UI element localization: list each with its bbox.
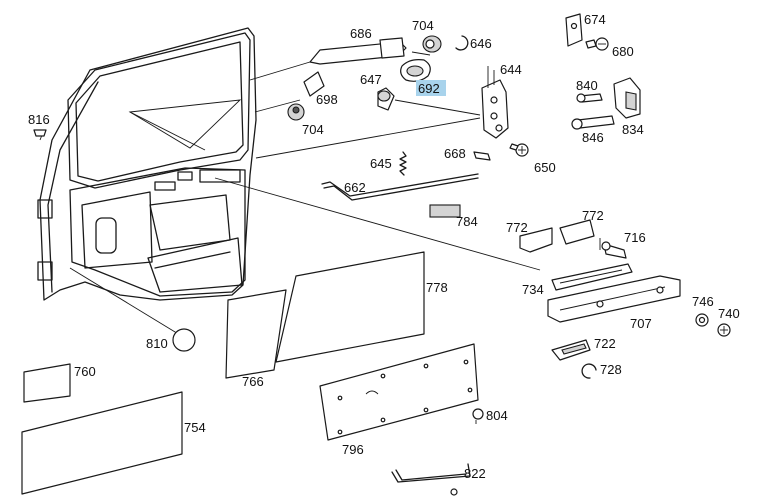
part-646-clip[interactable]: [455, 35, 469, 51]
label-840[interactable]: 840: [576, 78, 598, 93]
part-labels: 674 680 686 704 646 644 647 692 698 704 …: [28, 12, 740, 481]
label-760[interactable]: 760: [74, 364, 96, 379]
label-704-top[interactable]: 704: [412, 18, 434, 33]
label-816[interactable]: 816: [28, 112, 50, 127]
part-734-bar[interactable]: [551, 263, 633, 291]
label-734[interactable]: 734: [522, 282, 544, 297]
label-740[interactable]: 740: [718, 306, 740, 321]
part-740-bolt[interactable]: [717, 323, 731, 337]
part-754-pad[interactable]: [21, 391, 183, 495]
part-645-spring[interactable]: [399, 151, 407, 176]
label-766[interactable]: 766: [242, 374, 264, 389]
label-822[interactable]: 822: [464, 466, 486, 481]
part-680-screw[interactable]: [585, 37, 609, 51]
label-645[interactable]: 645: [370, 156, 392, 171]
label-662[interactable]: 662: [344, 180, 366, 195]
label-754[interactable]: 754: [184, 420, 206, 435]
part-816-plug[interactable]: [33, 129, 47, 137]
label-668[interactable]: 668: [444, 146, 466, 161]
label-746[interactable]: 746: [692, 294, 714, 309]
part-698-gasket[interactable]: [303, 71, 325, 97]
part-834-striker[interactable]: [613, 77, 641, 119]
part-728-retaining-ring[interactable]: [581, 363, 597, 379]
door-frame: [37, 27, 257, 301]
part-784-pad[interactable]: [429, 204, 461, 218]
label-644[interactable]: 644: [500, 62, 522, 77]
label-728[interactable]: 728: [600, 362, 622, 377]
label-796[interactable]: 796: [342, 442, 364, 457]
part-772-bracket-right[interactable]: [559, 219, 595, 245]
part-662-rod[interactable]: [321, 173, 479, 201]
part-846-bolt[interactable]: [571, 115, 615, 130]
label-716[interactable]: 716: [624, 230, 646, 245]
label-646[interactable]: 646: [470, 36, 492, 51]
label-680[interactable]: 680: [612, 44, 634, 59]
part-722-clip[interactable]: [551, 339, 591, 361]
label-834[interactable]: 834: [622, 122, 644, 137]
part-668-pin[interactable]: [473, 151, 491, 161]
label-810[interactable]: 810: [146, 336, 168, 351]
label-686[interactable]: 686: [350, 26, 372, 41]
part-804-clip[interactable]: [472, 408, 484, 424]
part-840-screw[interactable]: [576, 93, 603, 103]
part-704-grommet-top[interactable]: [422, 35, 442, 53]
label-647[interactable]: 647: [360, 72, 382, 87]
label-707[interactable]: 707: [630, 316, 652, 331]
highlight-box-692: [416, 80, 446, 96]
part-674-bracket[interactable]: [565, 13, 583, 47]
part-644-lock-mechanism[interactable]: [481, 66, 509, 139]
part-704-grommet-bottom[interactable]: [287, 103, 305, 121]
label-772-left[interactable]: 772: [506, 220, 528, 235]
label-674[interactable]: 674: [584, 12, 606, 27]
part-822-rod[interactable]: [391, 463, 471, 496]
label-722[interactable]: 722: [594, 336, 616, 351]
part-650-screw[interactable]: [509, 143, 529, 157]
part-686-door-handle[interactable]: [309, 37, 407, 65]
label-846[interactable]: 846: [582, 130, 604, 145]
label-804[interactable]: 804: [486, 408, 508, 423]
label-772-right[interactable]: 772: [582, 208, 604, 223]
label-650[interactable]: 650: [534, 160, 556, 175]
leader-lines: [39, 51, 601, 336]
label-704-bottom[interactable]: 704: [302, 122, 324, 137]
label-778[interactable]: 778: [426, 280, 448, 295]
part-716-bolt[interactable]: [601, 241, 627, 259]
part-707-rail[interactable]: [547, 275, 681, 323]
label-784[interactable]: 784: [456, 214, 478, 229]
part-778-panel[interactable]: [275, 251, 425, 363]
part-772-bracket-left[interactable]: [519, 227, 553, 253]
part-746-nut[interactable]: [695, 313, 709, 327]
part-647-bushing[interactable]: [377, 87, 395, 111]
label-698[interactable]: 698: [316, 92, 338, 107]
part-760-pad[interactable]: [23, 363, 71, 403]
part-766-panel[interactable]: [225, 289, 287, 379]
part-810-cap[interactable]: [172, 328, 196, 352]
part-796-trim-panel[interactable]: [319, 343, 479, 441]
label-692[interactable]: 692: [418, 81, 440, 96]
part-692-escutcheon[interactable]: [400, 59, 431, 82]
